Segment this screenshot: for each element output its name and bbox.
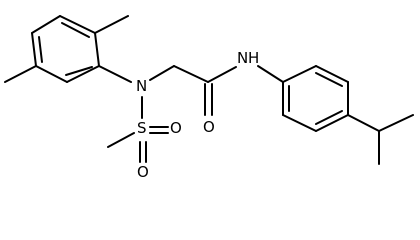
ring1-bond (94, 32, 100, 67)
ring2-to-isopropyl-bond (347, 114, 380, 132)
o-carbonyl-label: O (203, 118, 215, 136)
structure-canvas: N S O O O N H (4, 15, 414, 181)
ring1-bond (35, 65, 68, 83)
methyl-bond-meta (4, 65, 37, 83)
n-amide-label: N (237, 49, 248, 67)
ring2-bond (315, 114, 349, 132)
dimethylphenyl-ring (31, 15, 100, 83)
ch2-to-carbonyl-bond (173, 65, 209, 83)
methyl-bond-ortho (94, 15, 129, 34)
s-to-methyl-bond (107, 132, 135, 148)
ring2-inner-double-bond (315, 110, 343, 125)
n-to-ch2-bond (149, 65, 175, 81)
ring2-bond (282, 114, 317, 132)
h-amide-label: H (248, 49, 259, 67)
ring1-inner-double-bond (61, 22, 90, 38)
isopropylphenyl-ring (282, 65, 349, 132)
carbonyl-to-nh-bond (207, 66, 237, 83)
ring2-inner-double-bond (315, 72, 343, 87)
ring1-inner-double-bond (65, 66, 93, 76)
n-sulfonamide-label: N (136, 77, 147, 95)
structural-formula: N S O O O N H (4, 15, 414, 181)
ring1-inner-double-bond (38, 36, 43, 63)
ring1-bond (66, 65, 100, 83)
nh-to-ring2-bond (257, 65, 284, 83)
s-atom-label: S (137, 119, 147, 137)
ring1-bond (59, 15, 96, 34)
ring1-bond (31, 15, 61, 34)
o-sulfonyl-label: O (170, 119, 182, 137)
ring2-bond (282, 65, 317, 83)
ring2-bond (315, 65, 349, 83)
o-sulfonyl-label: O (137, 163, 149, 181)
ring1-to-n-bond (98, 65, 132, 83)
isopropyl-methyl-bond (378, 114, 414, 132)
ring1-bond (31, 32, 37, 67)
